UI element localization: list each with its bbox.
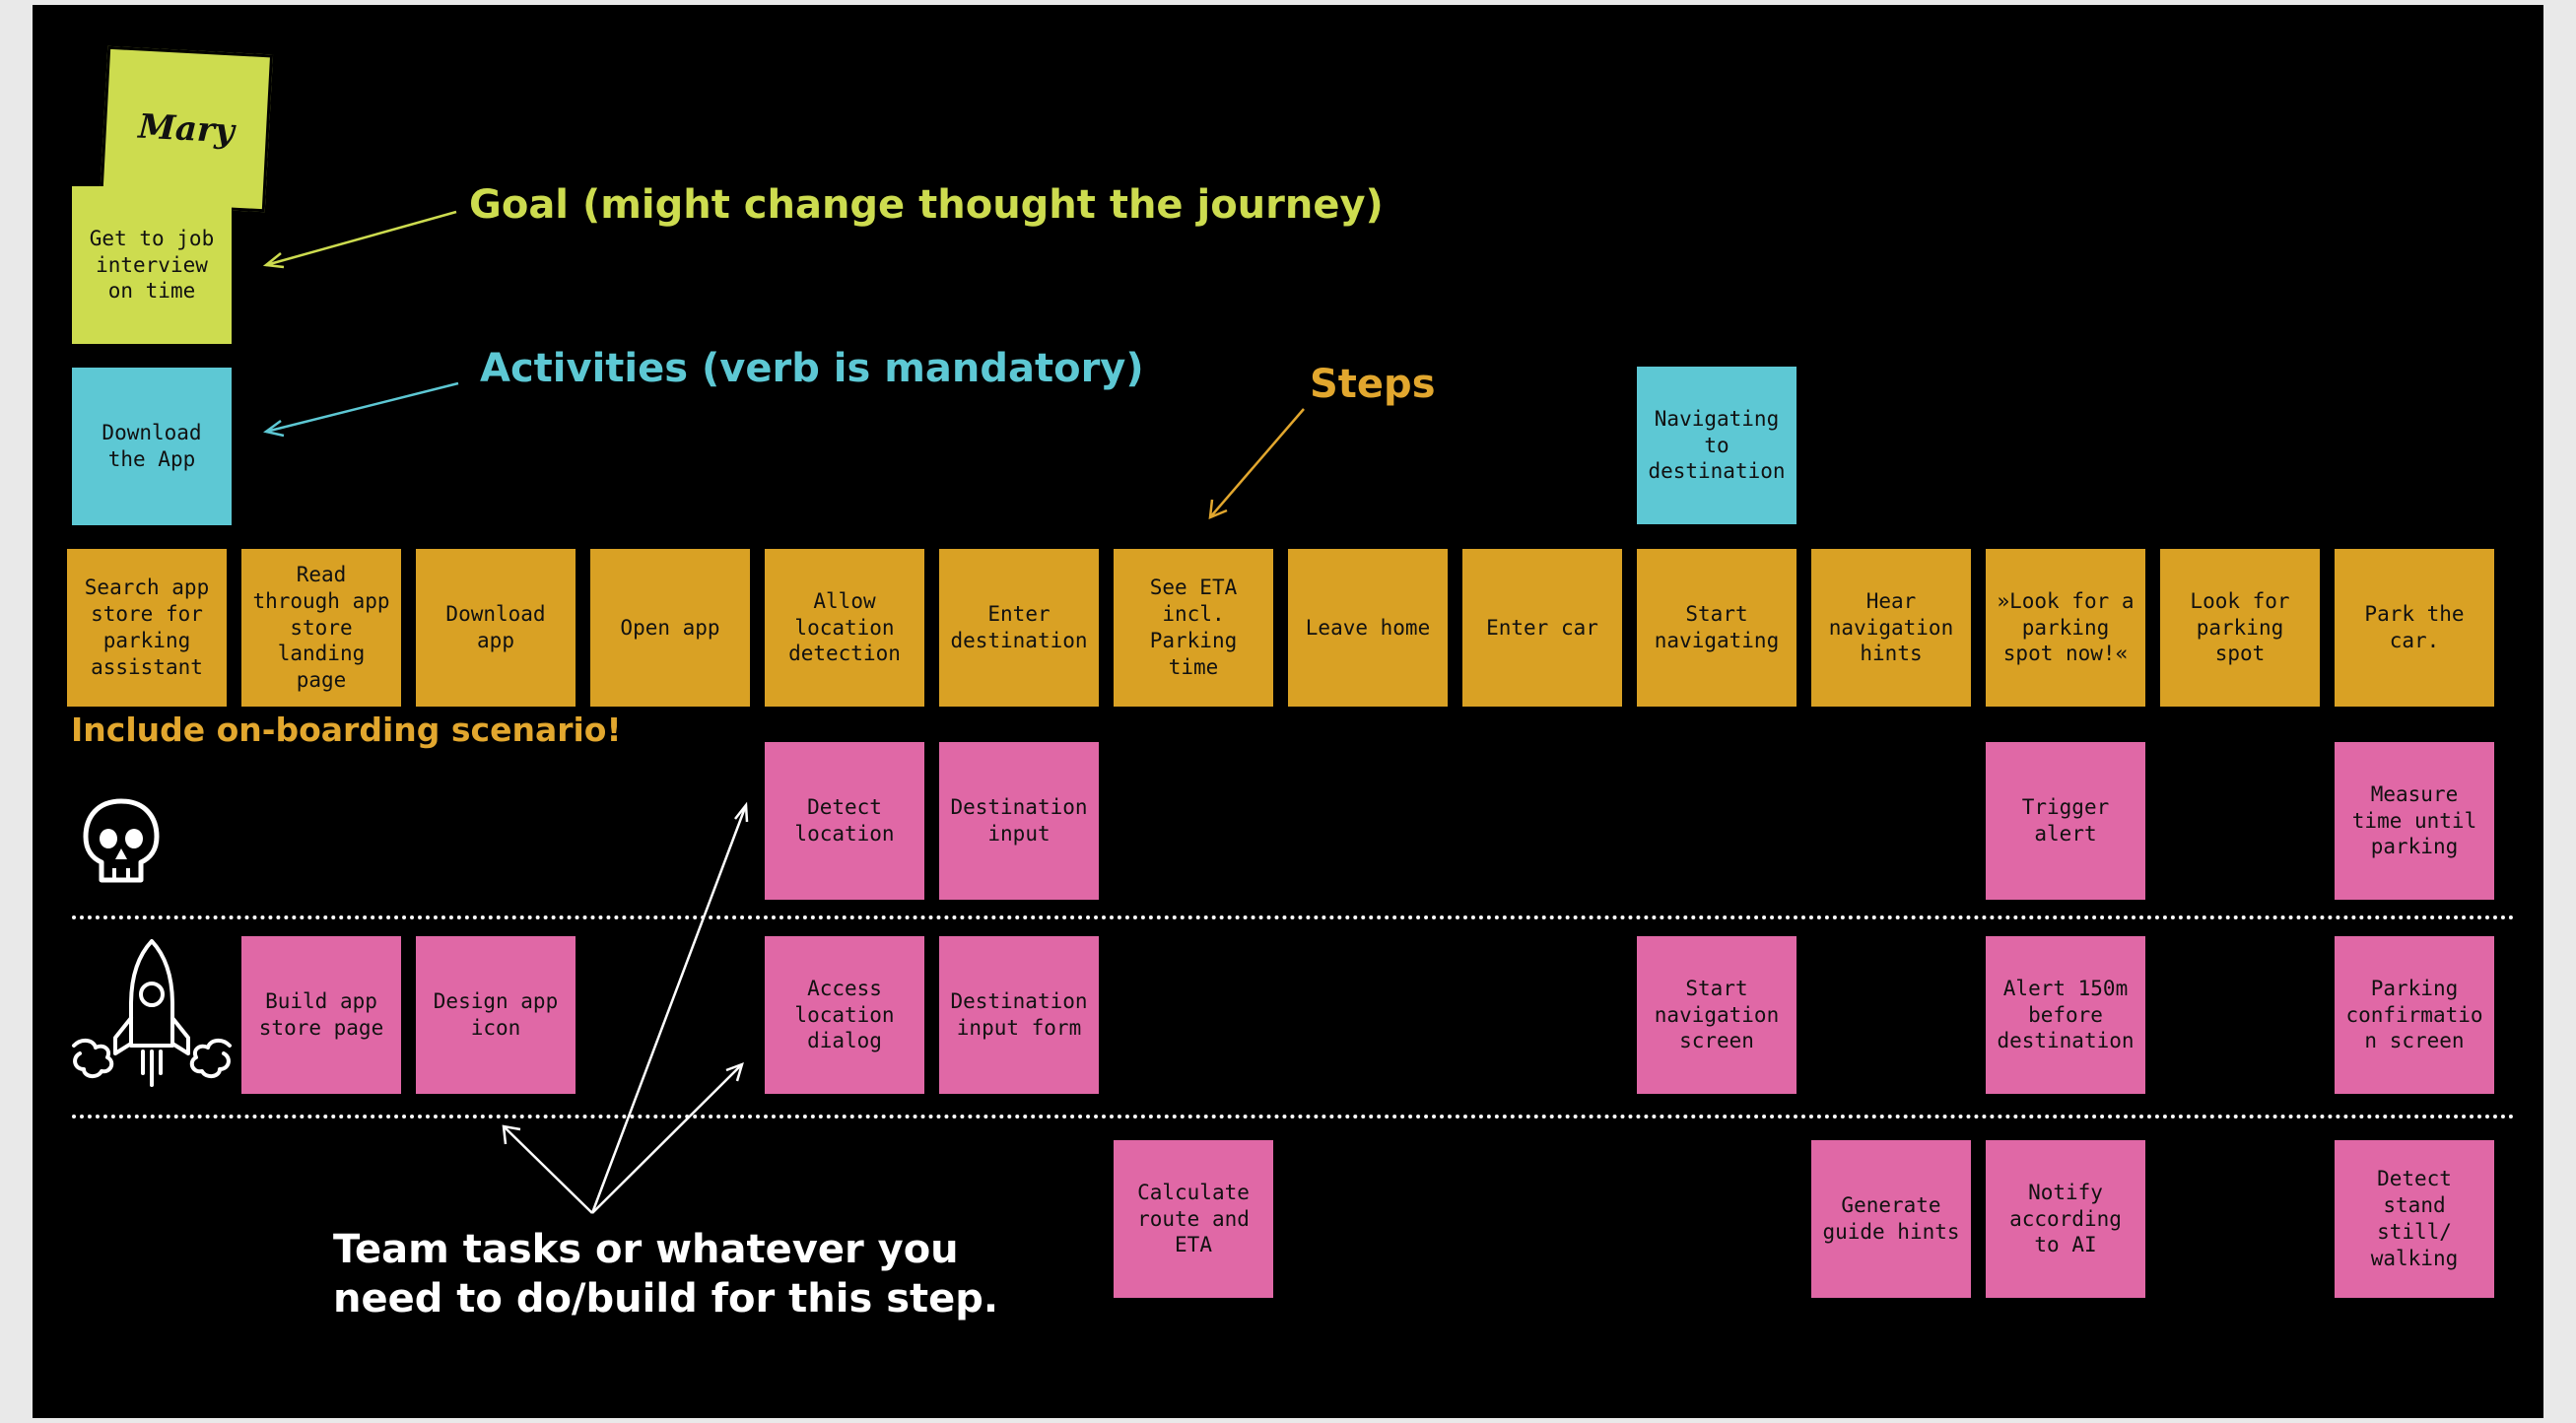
- task-note: Generate guide hints: [1811, 1140, 1971, 1298]
- row-divider: [72, 1115, 2516, 1118]
- task-note: Destination input form: [939, 936, 1099, 1094]
- skull-icon: [83, 798, 160, 883]
- step-note: Start navigating: [1637, 549, 1796, 707]
- legend-team-tasks-line2: need to do/build for this step.: [333, 1276, 999, 1321]
- annotation-arrows: [262, 210, 1305, 1214]
- task-note: Calculate route and ETA: [1114, 1140, 1273, 1298]
- step-note: Enter car: [1462, 549, 1622, 707]
- step-note: Download app: [416, 549, 576, 707]
- task-note: Design app icon: [416, 936, 576, 1094]
- step-note: Hear navigation hints: [1811, 549, 1971, 707]
- step-note: Park the car.: [2335, 549, 2494, 707]
- task-note: Parking confirmation screen: [2335, 936, 2494, 1094]
- legend-team-tasks-line1: Team tasks or whatever you: [333, 1227, 959, 1272]
- task-note: Detect stand still/ walking: [2335, 1140, 2494, 1298]
- story-map-board: Mary Get to job interview on time Downlo…: [33, 5, 2543, 1418]
- task-note: Start navigation screen: [1637, 936, 1796, 1094]
- goal-note: Get to job interview on time: [72, 186, 232, 344]
- step-note: Open app: [590, 549, 750, 707]
- activity-note-download-app: Download the App: [72, 368, 232, 525]
- legend-goal: Goal (might change thought the journey): [469, 182, 1384, 228]
- step-note: Search app store for parking assistant: [67, 549, 227, 707]
- step-note: See ETA incl. Parking time: [1114, 549, 1273, 707]
- team-tasks-arrows: [502, 801, 749, 1214]
- goal-arrow: [262, 210, 457, 269]
- task-note: Access location dialog: [765, 936, 924, 1094]
- steps-arrow: [1208, 408, 1305, 519]
- task-note: Notify according to AI: [1986, 1140, 2145, 1298]
- step-note: Read through app store landing page: [241, 549, 401, 707]
- row-divider: [72, 915, 2516, 919]
- task-note: Detect location: [765, 742, 924, 900]
- step-note: Leave home: [1288, 549, 1448, 707]
- legend-steps: Steps: [1310, 362, 1436, 407]
- task-note: Measure time until parking: [2335, 742, 2494, 900]
- task-note: Destination input: [939, 742, 1099, 900]
- task-note: Trigger alert: [1986, 742, 2145, 900]
- step-note: Enter destination: [939, 549, 1099, 707]
- step-note: Look for parking spot: [2160, 549, 2320, 707]
- activities-arrow: [263, 381, 459, 438]
- task-note: Alert 150m before destination: [1986, 936, 2145, 1094]
- persona-name: Mary: [137, 106, 236, 152]
- step-note: »Look for a parking spot now!«: [1986, 549, 2145, 707]
- step-note: Allow location detection: [765, 549, 924, 707]
- rocket-icon: [72, 939, 232, 1087]
- activity-note-navigating: Navigating to destination: [1637, 367, 1796, 524]
- task-note: Build app store page: [241, 936, 401, 1094]
- legend-activities: Activities (verb is mandatory): [480, 346, 1144, 391]
- legend-onboarding: Include on-boarding scenario!: [71, 711, 622, 749]
